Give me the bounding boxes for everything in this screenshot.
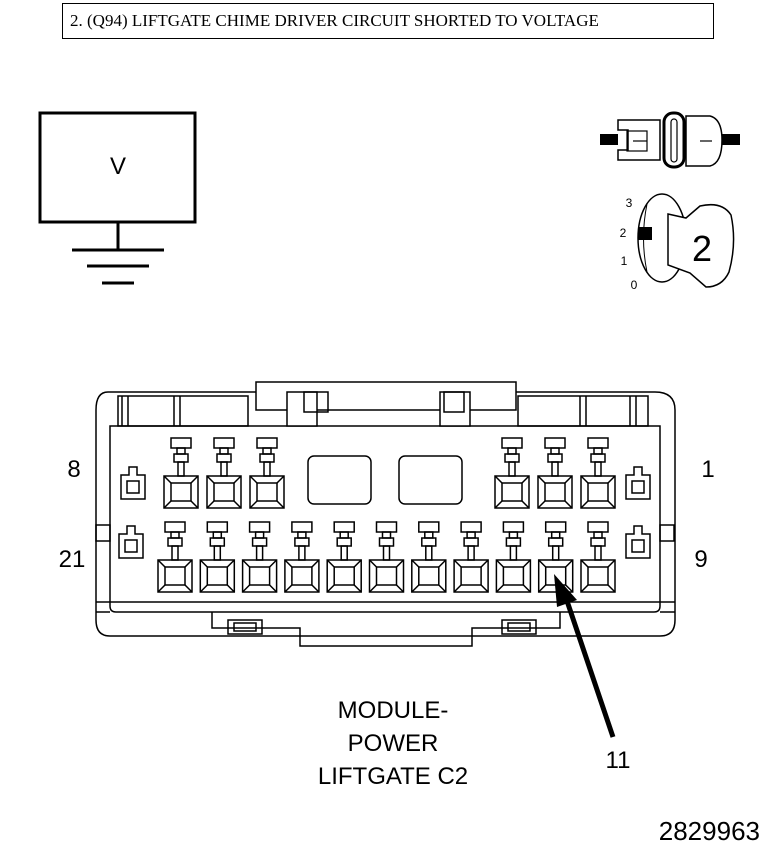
pin-callout-arrow (554, 574, 616, 738)
connector-body (95, 381, 676, 647)
ignition-position-1: 1 (621, 254, 628, 268)
terminal-bottom-9 (495, 521, 532, 593)
ignition-position-3: 3 (626, 196, 633, 210)
terminal-bottom-10 (537, 521, 574, 593)
pin-label-8: 8 (67, 456, 80, 483)
voltmeter-box (38, 111, 197, 224)
terminal-bottom-6 (368, 521, 405, 593)
terminal-bottom-1 (157, 521, 193, 593)
ignition-key-icon: 3 2 1 0 2 (620, 193, 735, 292)
terminal-bottom-11 (580, 521, 616, 593)
latch-top-right (625, 466, 651, 500)
terminal-bottom-8 (453, 521, 489, 593)
pin-label-9: 9 (694, 546, 707, 573)
terminal-top-2 (206, 437, 242, 509)
figure-id: 2829963 (659, 816, 760, 846)
voltmeter: V (38, 111, 197, 285)
ignition-position-marker (638, 227, 652, 240)
terminal-bottom-5 (326, 521, 362, 593)
latch-top-left (120, 466, 146, 500)
procedure-title: 2. (Q94) LIFTGATE CHIME DRIVER CIRCUIT S… (62, 3, 714, 39)
ignition-selected-position: 2 (692, 228, 712, 269)
terminal-bottom-2 (199, 521, 236, 593)
latch-bottom-left (118, 525, 144, 559)
terminal-top-5 (537, 437, 573, 509)
terminal-bottom-3 (241, 521, 278, 593)
ignition-position-2: 2 (620, 226, 627, 240)
voltmeter-symbol: V (110, 153, 126, 180)
connector-plug-icon (600, 111, 740, 169)
terminal-bottom-7 (411, 521, 447, 593)
connector-name-line-1: MODULE- (338, 697, 449, 724)
terminal-bottom-4 (284, 521, 320, 593)
pin-label-1: 1 (701, 456, 714, 483)
terminal-top-4 (494, 437, 530, 509)
latch-bottom-right (625, 525, 651, 559)
ignition-position-0: 0 (631, 278, 638, 292)
ground-symbol-icon (72, 222, 164, 285)
connector-name-line-2: POWER (348, 730, 439, 757)
callout-pin-number: 11 (606, 747, 631, 774)
terminal-top-3 (249, 437, 285, 509)
terminal-top-1 (163, 437, 199, 509)
connector-terminals (118, 437, 651, 593)
terminal-top-6 (580, 437, 616, 509)
connector-name-line-3: LIFTGATE C2 (318, 763, 468, 790)
pin-label-21: 21 (59, 546, 86, 573)
